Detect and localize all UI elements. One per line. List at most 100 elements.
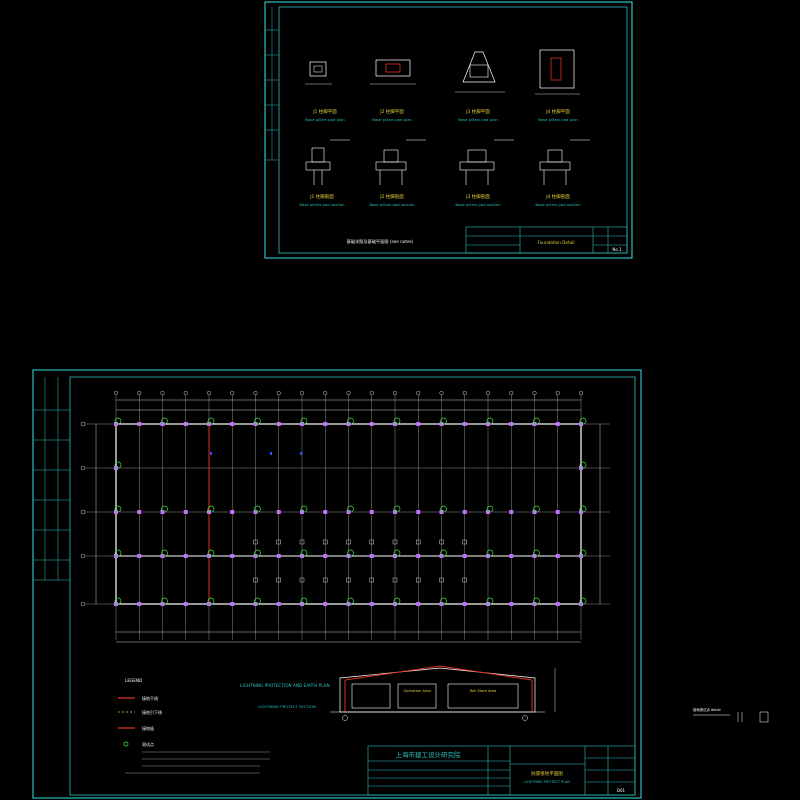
column-marker bbox=[300, 554, 304, 558]
column-marker bbox=[346, 554, 351, 558]
axis-bubble bbox=[346, 391, 351, 396]
column-marker bbox=[416, 554, 421, 558]
footing-marker bbox=[416, 577, 421, 583]
column-marker bbox=[486, 602, 490, 606]
section-label: Operation Area bbox=[403, 689, 430, 693]
footing-marker bbox=[323, 577, 328, 583]
ground-point bbox=[579, 597, 587, 605]
column-marker bbox=[486, 422, 490, 426]
detail-plan-2 bbox=[370, 59, 416, 85]
axis-bubble bbox=[462, 391, 467, 396]
column-marker bbox=[439, 422, 444, 426]
footing-marker bbox=[416, 539, 421, 545]
column-marker bbox=[276, 510, 281, 514]
detail-title: J1 柱脚剖面 bbox=[309, 193, 334, 200]
legend: LEGEND 接地干线 接地引下线 接地极 测试点 bbox=[118, 678, 270, 774]
column-marker bbox=[532, 510, 537, 514]
axis-bubble bbox=[393, 391, 398, 396]
detail-subtitle: Base pillars pad section bbox=[299, 202, 345, 207]
column-marker bbox=[276, 422, 281, 426]
top-sheet-inner-border bbox=[278, 6, 628, 254]
ground-point bbox=[207, 597, 215, 605]
footing-marker bbox=[299, 577, 305, 583]
axis-bubble bbox=[555, 391, 560, 396]
axis-bubble bbox=[369, 391, 374, 396]
detail-section-3 bbox=[459, 139, 514, 185]
column-marker bbox=[207, 510, 211, 514]
column-marker bbox=[462, 422, 467, 426]
footing-marker bbox=[299, 539, 305, 545]
bottom-sheet-inner-border bbox=[69, 376, 636, 796]
ground-point bbox=[161, 597, 168, 605]
detail-subtitle: Base pillars pad section bbox=[455, 202, 501, 207]
column-marker bbox=[393, 554, 397, 558]
ground-point bbox=[114, 549, 122, 557]
ground-point bbox=[533, 505, 540, 513]
bottom-binding-strip bbox=[33, 377, 70, 581]
footing-marker bbox=[439, 539, 444, 545]
legend-item: 接地引下线 bbox=[142, 709, 162, 715]
footing-marker bbox=[253, 577, 258, 583]
footing-marker bbox=[346, 577, 351, 583]
ground-point bbox=[114, 417, 122, 425]
axis-bubble bbox=[80, 421, 86, 427]
detail-title: J2 柱脚平面 bbox=[379, 108, 404, 115]
column-marker bbox=[183, 602, 188, 606]
axis-bubble bbox=[160, 391, 165, 396]
column-marker bbox=[230, 510, 235, 514]
bottom-sheet-border bbox=[32, 369, 642, 799]
ground-point bbox=[114, 505, 122, 513]
column-marker bbox=[160, 554, 165, 558]
column-marker bbox=[369, 422, 374, 426]
axis-bubble bbox=[300, 391, 305, 396]
ground-point bbox=[486, 417, 494, 425]
column-marker bbox=[439, 510, 444, 514]
axis-bubble bbox=[323, 391, 328, 396]
axis-bubble bbox=[486, 391, 491, 396]
ground-point bbox=[393, 505, 401, 513]
column-marker bbox=[300, 602, 304, 606]
column-marker bbox=[137, 422, 142, 426]
column-marker bbox=[579, 422, 583, 426]
column-marker bbox=[137, 510, 142, 514]
footing-marker bbox=[439, 577, 444, 583]
top-binding-strip bbox=[265, 7, 279, 161]
ground-point bbox=[114, 461, 122, 469]
side-detail-fragment: 接地测试点 detail bbox=[693, 707, 769, 723]
detail-subtitle: Base pillars pad section bbox=[535, 202, 581, 207]
legend-ground-symbol bbox=[123, 741, 129, 747]
column-marker bbox=[579, 554, 583, 558]
ground-point bbox=[300, 597, 308, 605]
ground-point bbox=[579, 461, 587, 469]
column-marker bbox=[160, 510, 165, 514]
column-marker bbox=[509, 510, 514, 514]
column-marker bbox=[300, 510, 304, 514]
column-marker bbox=[114, 510, 118, 514]
detail-section-1 bbox=[305, 139, 350, 185]
section-axis-bubble bbox=[522, 715, 528, 721]
column-marker bbox=[323, 602, 328, 606]
column-marker bbox=[369, 602, 374, 606]
column-marker bbox=[183, 510, 188, 514]
column-marker bbox=[160, 422, 165, 426]
footing-marker bbox=[392, 577, 398, 583]
detail-subtitle: Base pillars pad plan bbox=[372, 117, 412, 122]
lightning-protection-plan bbox=[80, 391, 610, 643]
detail-subtitle: Base pillars pad section bbox=[369, 202, 415, 207]
column-marker bbox=[346, 510, 351, 514]
axis-bubble bbox=[416, 391, 421, 396]
column-marker bbox=[207, 422, 211, 426]
legend-item: 接地极 bbox=[142, 725, 154, 731]
ground-point bbox=[207, 549, 215, 557]
ground-point bbox=[440, 549, 447, 557]
detail-title: J3 柱脚平面 bbox=[465, 108, 490, 115]
top-sheet: J1 柱脚平面 Base pillars pad plan J2 柱脚平面 Ba… bbox=[264, 1, 633, 259]
column-marker bbox=[137, 602, 142, 606]
column-marker bbox=[160, 602, 165, 606]
ground-point bbox=[254, 505, 261, 513]
ground-point bbox=[254, 417, 261, 425]
top-sheet-border bbox=[264, 1, 633, 259]
footing-marker bbox=[392, 539, 398, 545]
ground-point bbox=[440, 597, 447, 605]
